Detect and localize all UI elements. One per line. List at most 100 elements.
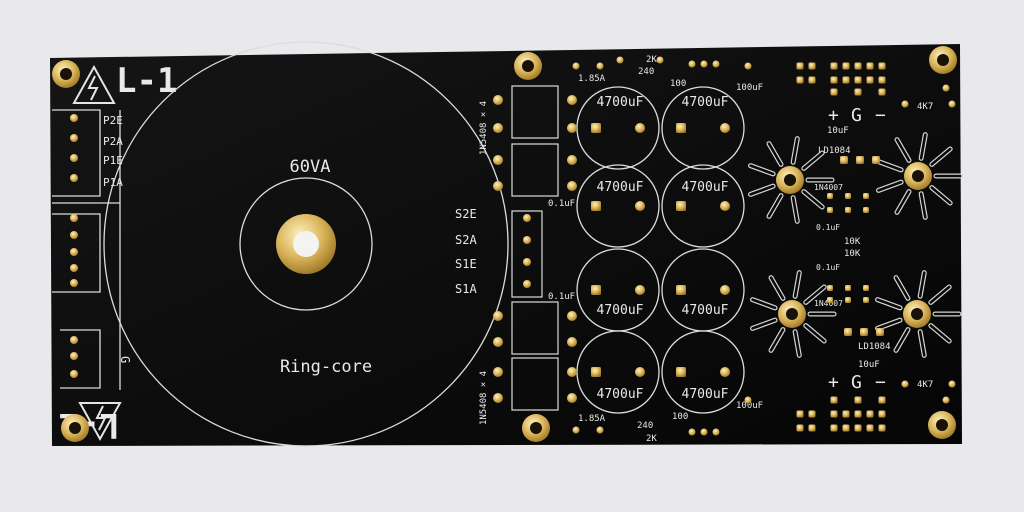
- solder-pad-33: [635, 123, 645, 133]
- secondary-connector-frame: [511, 210, 543, 298]
- mount-hole-center-1: [522, 60, 534, 72]
- solder-pad-79: [796, 410, 804, 418]
- solder-pad-89: [842, 424, 850, 432]
- cap-label-3: 4700uF: [597, 180, 644, 195]
- solder-pad-52: [688, 60, 696, 68]
- heatsink-fin-inner-1-5: [877, 160, 903, 172]
- solder-pad-9: [70, 336, 78, 344]
- label-ground-left: G: [118, 356, 132, 363]
- solder-pad-54: [712, 60, 720, 68]
- solder-pad-22: [493, 181, 503, 191]
- solder-pad-78: [878, 88, 886, 96]
- heatsink-fin-inner-3-6: [894, 276, 910, 300]
- solder-pad-56: [572, 426, 580, 434]
- solder-pad-103: [845, 193, 851, 199]
- solder-pad-119: [942, 396, 950, 404]
- solder-pad-3: [70, 174, 78, 182]
- solder-pad-10: [70, 352, 78, 360]
- heatsink-fin-inner-1-3: [895, 190, 911, 214]
- solder-pad-95: [878, 396, 886, 404]
- bulk-capacitor-3: [661, 164, 745, 248]
- resistor-2k-bottom: 2K: [646, 434, 657, 444]
- solder-pad-28: [493, 367, 503, 377]
- solder-pad-97: [856, 156, 864, 164]
- mount-hole-center-8: [786, 308, 798, 320]
- solder-pad-4: [70, 214, 78, 222]
- solder-pad-36: [591, 201, 601, 211]
- solder-pad-60: [712, 428, 720, 436]
- heatsink-fin-inner-0-5: [749, 164, 775, 176]
- transformer-rating: 60VA: [290, 157, 331, 177]
- solder-pad-7: [70, 264, 78, 272]
- cap-01uf-reg-b: 0.1uF: [816, 263, 840, 272]
- solder-pad-1: [70, 134, 78, 142]
- cap-label-1: 4700uF: [597, 95, 644, 110]
- solder-pad-24: [493, 311, 503, 321]
- pcb-board: [50, 44, 962, 446]
- solder-pad-8: [70, 279, 78, 287]
- transformer-type: Ring-core: [280, 357, 372, 377]
- solder-pad-75: [878, 76, 886, 84]
- heatsink-fin-inner-0-8: [802, 151, 824, 170]
- heatsink-fin-inner-2-3: [769, 328, 785, 352]
- solder-pad-114: [901, 100, 909, 108]
- heatsink-fin-inner-0-6: [767, 142, 783, 166]
- solder-pad-72: [842, 76, 850, 84]
- label-s2e: S2E: [455, 207, 477, 221]
- transformer-outline: [103, 41, 509, 447]
- mount-hole-center-7: [912, 170, 924, 182]
- solder-pad-43: [720, 285, 730, 295]
- solder-pad-91: [866, 424, 874, 432]
- solder-pad-99: [844, 328, 852, 336]
- solder-pad-96: [840, 156, 848, 164]
- bulk-capacitor-2: [576, 164, 660, 248]
- polarity-plus-bottom: +: [828, 372, 839, 393]
- diode-note-bottom: 1N5408 × 4: [479, 371, 489, 425]
- diode-note-top: 1N5408 × 4: [479, 101, 489, 155]
- polarity-minus-bottom: −: [875, 372, 886, 393]
- solder-pad-38: [676, 201, 686, 211]
- polarity-ground-bottom: G: [851, 372, 862, 393]
- solder-pad-48: [572, 62, 580, 70]
- heatsink-fin-inner-1-4: [877, 180, 903, 192]
- mount-hole-center-2: [937, 54, 949, 66]
- cap-label-6: 4700uF: [682, 303, 729, 318]
- solder-pad-69: [796, 76, 804, 84]
- cap-label-4: 4700uF: [682, 180, 729, 195]
- solder-pad-39: [720, 201, 730, 211]
- cap-label-8: 4700uF: [682, 387, 729, 402]
- solder-pad-98: [872, 156, 880, 164]
- solder-pad-26: [493, 337, 503, 347]
- solder-pad-107: [863, 207, 869, 213]
- solder-pad-76: [830, 88, 838, 96]
- solder-pad-118: [942, 84, 950, 92]
- solder-pad-117: [948, 380, 956, 388]
- resistor-10k-b: 10K: [844, 249, 861, 259]
- solder-pad-110: [863, 285, 869, 291]
- solder-pad-65: [842, 62, 850, 70]
- solder-pad-31: [567, 393, 577, 403]
- solder-pad-92: [878, 424, 886, 432]
- solder-pad-0: [70, 114, 78, 122]
- heatsink-fin-inner-2-5: [751, 298, 777, 310]
- cap-label-5: 4700uF: [597, 303, 644, 318]
- label-p2e: P2E: [103, 114, 123, 127]
- heatsink-fin-inner-1-2: [919, 192, 927, 219]
- fuse-label-bottom: 1.85A: [578, 414, 606, 424]
- secondary-label-group: S2E S2A S1E S1A: [455, 207, 477, 296]
- solder-pad-6: [70, 248, 78, 256]
- resistor-2k-top: 2K: [646, 55, 657, 65]
- heatsink-fin-inner-1-7: [919, 133, 927, 160]
- solder-pad-46: [676, 367, 686, 377]
- solder-pad-93: [830, 396, 838, 404]
- solder-pad-27: [567, 337, 577, 347]
- diode-1n4007-b: 1N4007: [814, 299, 843, 308]
- heatsink-fin-inner-0-7: [791, 137, 799, 164]
- fuse-label-top: 1.85A: [578, 74, 606, 84]
- solder-pad-88: [830, 424, 838, 432]
- regulator-bottom: LD1084: [858, 342, 891, 352]
- solder-pad-49: [596, 62, 604, 70]
- solder-pad-101: [876, 328, 884, 336]
- solder-pad-105: [827, 207, 833, 213]
